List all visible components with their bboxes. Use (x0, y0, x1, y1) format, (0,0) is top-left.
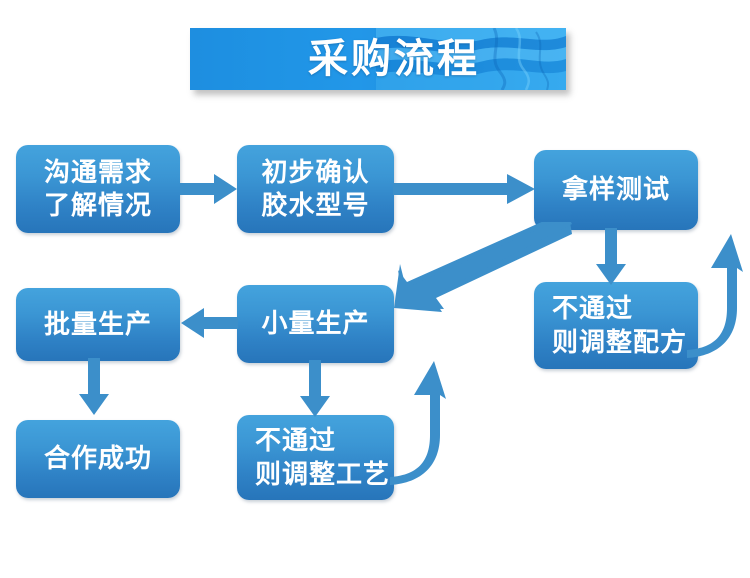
arrow-right-icon-confirm-to-sample (393, 172, 536, 206)
node-line: 沟通需求 (43, 156, 152, 187)
arrow-curve-up-icon-process-to-smallbatch (386, 345, 448, 487)
water-texture (376, 28, 566, 90)
page-title-banner: 采购流程 (190, 28, 566, 90)
node-line: 则调整配方 (552, 326, 688, 357)
node-line: 则调整工艺 (255, 458, 391, 489)
node-cooperation-success[interactable]: 合作成功 (16, 420, 180, 498)
node-line: 不通过 (255, 425, 337, 456)
arrow-diagonal-down-left-icon-sample-to-smallbatch (392, 222, 572, 312)
node-line: 拿样测试 (561, 174, 670, 205)
node-line: 合作成功 (43, 443, 152, 474)
node-line: 批量生产 (43, 308, 152, 339)
node-line: 小量生产 (261, 308, 370, 339)
node-line: 不通过 (552, 293, 634, 324)
node-sample-testing[interactable]: 拿样测试 (534, 150, 698, 230)
arrow-curve-up-icon-formula-to-sample (683, 218, 745, 360)
arrow-left-icon-smallbatch-to-mass (180, 306, 238, 340)
node-line: 初步确认 (261, 156, 370, 187)
arrow-down-icon-smallbatch-to-process (298, 360, 332, 418)
arrow-down-icon-mass-to-success (77, 358, 111, 416)
arrow-right-icon-communicate-to-confirm (180, 172, 238, 206)
node-confirm-glue-model[interactable]: 初步确认 胶水型号 (237, 145, 394, 233)
node-line: 了解情况 (43, 190, 152, 220)
arrow-down-icon-sample-to-formula (594, 228, 628, 286)
node-adjust-formula-on-fail[interactable]: 不通过 则调整配方 (534, 282, 698, 369)
page-title: 采购流程 (308, 37, 480, 81)
node-mass-production[interactable]: 批量生产 (16, 288, 180, 361)
node-line: 胶水型号 (261, 190, 370, 220)
node-adjust-process-on-fail[interactable]: 不通过 则调整工艺 (237, 415, 394, 500)
node-small-batch-production[interactable]: 小量生产 (237, 285, 394, 363)
node-communicate-requirements[interactable]: 沟通需求 了解情况 (16, 145, 180, 233)
